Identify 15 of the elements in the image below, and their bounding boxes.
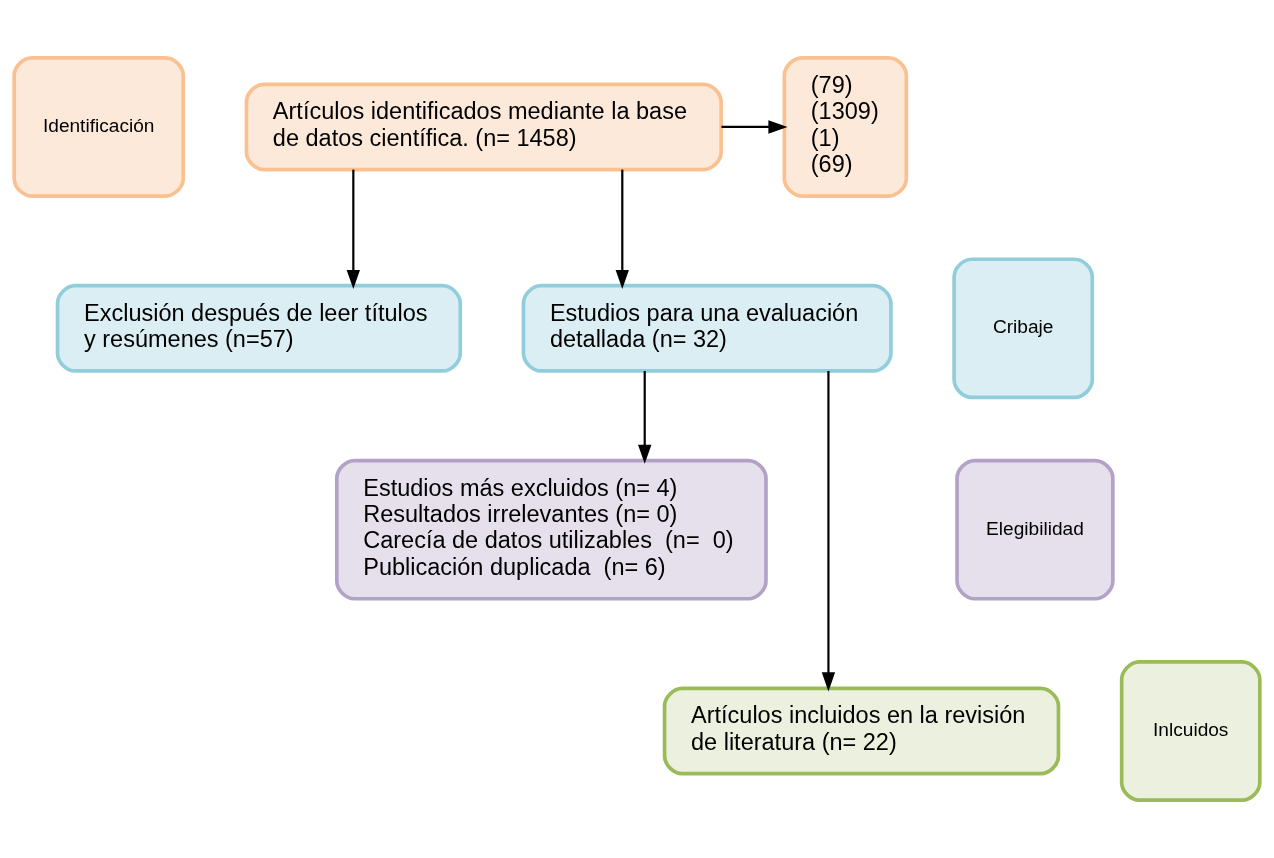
node-box: Estudios más excluidos (n= 4) Resultados irrelevantes (n= 0) Carecía de datos utilizables (n= 0) Publicación duplicada (n= 6)	[334, 458, 768, 601]
node-box: Exclusión después de leer títulos y resúmenes (n=57)	[55, 283, 463, 373]
node-box: Elegibilidad	[955, 458, 1115, 601]
node-box: Identificación	[12, 56, 186, 198]
arrow	[346, 169, 361, 289]
node-box: Inlcuidos	[1119, 660, 1262, 802]
arrow	[638, 371, 652, 464]
node-box: Estudios para una evaluación detallada (n= 32)	[521, 283, 893, 373]
node-box: Artículos identificados mediante la base de datos científica. (n= 1458)	[244, 82, 723, 172]
node-box: Cribaje	[952, 257, 1095, 400]
arrow	[721, 120, 788, 134]
arrow	[821, 371, 836, 692]
node-box: Artículos incluidos en la revisión de literatura (n= 22)	[662, 686, 1061, 776]
arrow	[615, 169, 629, 289]
node-box: (79) (1309) (1) (69)	[782, 56, 909, 198]
